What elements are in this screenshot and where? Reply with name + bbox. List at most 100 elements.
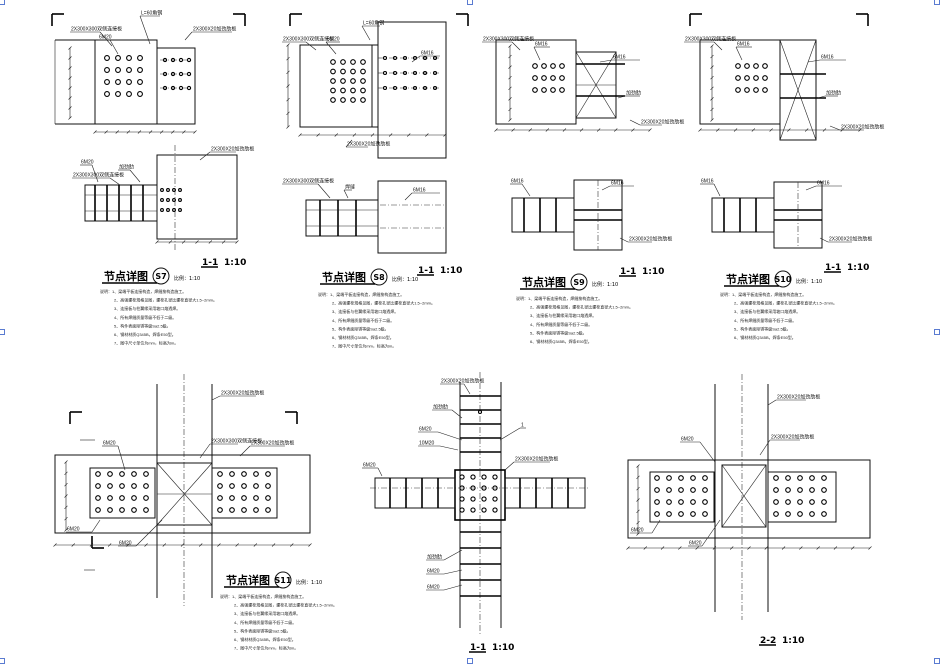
node-number: S8 [373, 273, 385, 282]
leader-line [91, 519, 101, 533]
bolt-hole [143, 483, 149, 489]
bolt-hole [735, 75, 741, 81]
dimension-tick [710, 97, 714, 101]
panel-zone-plate [721, 464, 767, 528]
callout-label: 6M20 [631, 528, 644, 534]
note-line: 3、连接板与柱翼缘采用坡口熔透焊。 [114, 305, 180, 311]
leader-line [735, 46, 743, 61]
note-line: 4、所有焊缝质量等级不低于二级。 [114, 314, 176, 320]
note-line: 2、高强螺栓规格见图，螺栓孔径比螺栓直径大1.5~2mm。 [234, 602, 337, 608]
note-line: 说明：1、梁端平板连接构造，焊缝按构造施工。 [100, 288, 186, 294]
node-scale: 比例：1:10 [174, 275, 200, 282]
leader-line [699, 441, 716, 463]
dimension-tick [833, 546, 838, 550]
bolt-hole [217, 483, 223, 489]
node-detail-s10: 2X300X300双侧连接板6M166M16加劲肋2X300X20加劲肋板6M1… [684, 13, 884, 340]
bolt-hole [166, 188, 170, 192]
bolt-hole [432, 70, 438, 76]
bolt-hole [785, 511, 791, 517]
bolt-hole [690, 487, 696, 493]
bolt-hole [126, 55, 132, 61]
resize-handle [934, 329, 940, 335]
dimension-tick [208, 240, 213, 244]
section-label: 1-1 [418, 266, 434, 276]
dimension-tick [168, 240, 173, 244]
note-line: 2、高强螺栓规格见图，螺栓孔径比螺栓直径大1.5~2mm。 [114, 297, 217, 303]
dimension-tick [286, 125, 290, 129]
dimension-tick [352, 133, 357, 137]
leader-line [411, 55, 421, 63]
beam-flange-outline [54, 454, 311, 534]
callout-label: 6M16 [701, 179, 714, 185]
callout-label: 6M20 [81, 160, 94, 166]
leader-line [807, 59, 821, 63]
dimension-tick [271, 543, 276, 547]
note-line: 2、高强螺栓规格见图，螺栓孔径比螺栓直径大1.5~2mm。 [734, 300, 837, 306]
callout-label: 加劲肋 [433, 404, 448, 411]
node-scale: 比例：1:10 [296, 579, 322, 586]
bolt-hole [666, 511, 672, 517]
dimension-tick [804, 128, 809, 132]
dimension-tick [286, 43, 290, 47]
bolt-hole [492, 474, 498, 480]
left-bolt-plate [649, 471, 715, 523]
dimension-tick [89, 543, 94, 547]
dimension-tick [334, 133, 338, 137]
bolt-hole [821, 487, 827, 493]
callout-label: 2X300X300双侧连接板 [283, 178, 334, 185]
bolt-hole [119, 471, 125, 477]
callout-label: 2X300X20加劲肋板 [629, 236, 672, 243]
section-label: 1-1 [620, 267, 636, 277]
dimension-tick [425, 133, 429, 137]
note-line: 4、所有焊缝质量等级不低于二级。 [234, 619, 296, 625]
callout-label: 2X300X300双侧连接板 [685, 36, 736, 43]
bolt-hole [172, 208, 176, 212]
leader-line [619, 237, 629, 243]
dimension-tick [64, 471, 68, 476]
callout-label: 6M20 [363, 463, 376, 469]
right-beam-section [504, 477, 586, 509]
callout-label: 加劲肋 [427, 554, 442, 561]
section-scale: 1:10 [492, 643, 514, 653]
bolt-hole [253, 471, 259, 477]
dimension-tick [579, 128, 584, 132]
bolt-hole [217, 507, 223, 513]
bolt-hole [459, 507, 465, 513]
dimension-tick [443, 133, 447, 137]
bolt-hole [666, 487, 672, 493]
bolt-hole [773, 475, 779, 481]
leader-line [701, 519, 721, 547]
bolt-hole [541, 87, 547, 93]
leader-line [109, 39, 119, 55]
bolt-hole [126, 67, 132, 73]
bolt-hole [654, 499, 660, 505]
bolt-hole [785, 487, 791, 493]
leader-line [443, 549, 463, 561]
section-label: 1-1 [825, 263, 841, 273]
callout-label: 2X300X20加劲肋板 [251, 440, 294, 447]
bolt-hole [126, 91, 132, 97]
dimension-tick [730, 546, 734, 550]
leader-line [599, 59, 613, 63]
leader-line [317, 183, 331, 199]
beam-section [711, 197, 775, 233]
dimension-tick [162, 543, 166, 547]
bolt-hole [107, 471, 113, 477]
leader-line [377, 467, 383, 477]
bolt-hole [402, 85, 408, 91]
bolt-hole [119, 507, 125, 513]
bolt-hole [137, 67, 143, 73]
callout-label: 6M20 [119, 541, 132, 547]
note-line: 4、所有焊缝质量等级不低于二级。 [734, 317, 796, 323]
beam-x-brace-plate [779, 39, 817, 141]
node-detail-s7: 2X300X300双侧连接板6M20L=60角钢2X300X20加劲肋板6M20… [51, 10, 254, 346]
section-label: 2-2 [760, 636, 776, 646]
dimension-tick [68, 96, 72, 100]
dimension-tick [104, 130, 108, 134]
dimension-tick [648, 128, 652, 132]
dimension-tick [68, 86, 72, 90]
callout-label: 6M20 [103, 441, 116, 447]
bolt-hole [422, 70, 428, 76]
dimension-tick [528, 128, 532, 132]
bolt-hole [360, 97, 366, 103]
